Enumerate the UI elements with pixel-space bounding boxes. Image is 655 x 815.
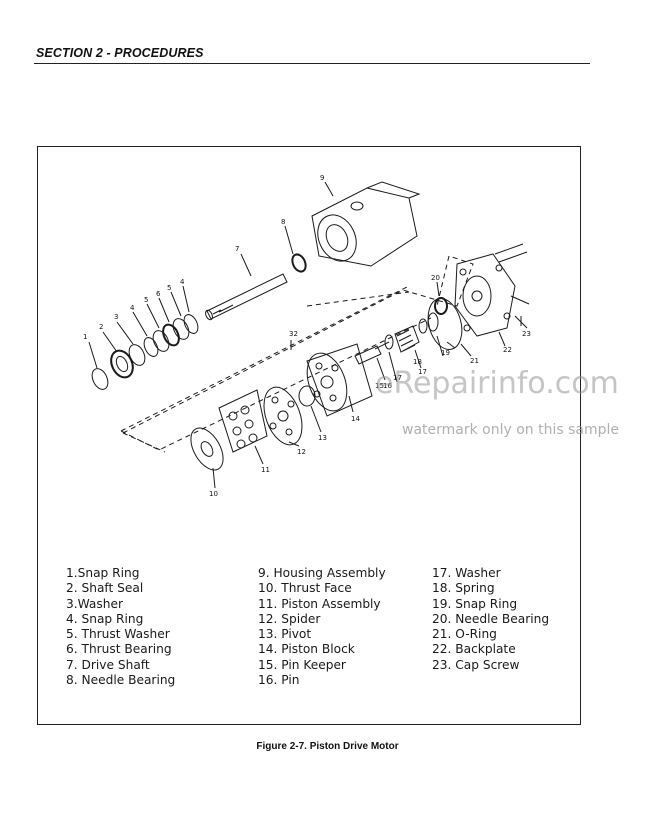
legend-item: 7. Drive Shaft <box>66 657 150 672</box>
legend-item: 20. Needle Bearing <box>432 611 550 626</box>
callout-number: 10 <box>209 490 218 498</box>
watermark-note: watermark only on this sample <box>402 422 620 438</box>
snap-ring-part <box>183 314 199 334</box>
backplate-part <box>454 253 516 337</box>
thrust-washer-part <box>152 330 170 352</box>
legend-item: 13. Pivot <box>258 627 312 642</box>
legend-item: 17. Washer <box>432 566 501 580</box>
callout-number: 11 <box>261 466 270 474</box>
drive-shaft-part <box>205 273 288 321</box>
legend-item: 9. Housing Assembly <box>258 566 386 580</box>
legend-item: 18. Spring <box>432 581 495 596</box>
watermark-site: eRepairinfo.com <box>375 366 619 401</box>
legend-item: 8. Needle Bearing <box>66 673 176 688</box>
thrust-face-part <box>190 427 224 471</box>
figure-frame <box>37 146 581 725</box>
legend-item: 15. Pin Keeper <box>258 657 346 672</box>
cap-screw-part <box>494 243 530 329</box>
callout-number: 4 <box>130 304 135 312</box>
callout-number: 7 <box>235 245 239 253</box>
washer-part <box>418 318 428 334</box>
legend-item: 19. Snap Ring <box>432 596 518 611</box>
legend-item: 16. Pin <box>258 673 300 688</box>
callout-number: 13 <box>318 434 327 442</box>
washer-part <box>128 344 146 366</box>
snap-ring-part <box>143 337 159 357</box>
callout-number: 18 <box>413 358 422 366</box>
piston-assembly-part <box>218 389 268 453</box>
callout-number: 1 <box>83 333 87 341</box>
callout-number: 16 <box>383 382 392 390</box>
callout-number: 21 <box>470 357 479 365</box>
shaft-seal-part <box>110 349 134 379</box>
callout-number: 17 <box>418 368 427 376</box>
needle-bearing-part <box>434 297 448 315</box>
callout-number: 32 <box>289 330 298 338</box>
callout-number: 22 <box>503 346 512 354</box>
callout-number: 4 <box>180 278 185 286</box>
piston-block-part <box>306 343 373 417</box>
legend-item: 11. Piston Assembly <box>258 596 381 611</box>
snap-ring-part <box>91 368 109 390</box>
callout-number: 9 <box>320 174 324 182</box>
callout-number: 17 <box>393 374 402 382</box>
legend-column-3: 17. Washer 18. Spring 19. Snap Ring 20. … <box>432 566 549 673</box>
legend-column-1: 1.Snap Ring 2. Shaft Seal 3.Washer 4. Sn… <box>66 566 175 688</box>
callout-number: 2 <box>99 323 103 331</box>
pin-part <box>374 341 390 350</box>
pin-keeper-part <box>354 345 382 365</box>
callout-number: 8 <box>281 218 285 226</box>
legend-item: 4. Snap Ring <box>66 611 144 626</box>
pivot-part <box>298 385 316 407</box>
callout-number: 5 <box>144 296 148 304</box>
legend-item: 1.Snap Ring <box>66 566 140 580</box>
rotating-group-dash-outline <box>120 285 432 451</box>
thrust-bearing-part <box>162 323 180 347</box>
callout-number: 15 <box>375 382 384 390</box>
assembly-dash-outline <box>122 255 474 453</box>
washer-part <box>384 334 394 350</box>
legend-item: 14. Piston Block <box>258 642 355 657</box>
legend-item: 6. Thrust Bearing <box>66 642 172 657</box>
callout-number: 12 <box>297 448 306 456</box>
housing-assembly-part <box>311 181 421 267</box>
callout-number: 5 <box>167 284 171 292</box>
spring-part <box>394 325 420 353</box>
callout-number: 6 <box>156 290 161 298</box>
legend-item: 3.Washer <box>66 596 123 611</box>
o-ring-part <box>427 298 463 350</box>
legend-item: 12. Spider <box>258 611 321 626</box>
callout-number: 20 <box>431 274 440 282</box>
legend-column-2: 9. Housing Assembly 10. Thrust Face 11. … <box>258 566 386 688</box>
legend-item: 23. Cap Screw <box>432 657 520 672</box>
legend-item: 21. O-Ring <box>432 627 497 642</box>
legend-item: 10. Thrust Face <box>258 581 352 596</box>
callout-number: 19 <box>441 349 450 357</box>
callout-number: 14 <box>351 415 360 423</box>
thrust-washer-part <box>172 318 190 340</box>
legend-item: 2. Shaft Seal <box>66 581 144 596</box>
header-rule <box>34 63 590 64</box>
needle-bearing-part <box>291 253 307 273</box>
figure-caption: Figure 2-7. Piston Drive Motor <box>256 741 399 752</box>
callout-number: 23 <box>522 330 531 338</box>
legend-item: 5. Thrust Washer <box>66 627 170 642</box>
section-title: SECTION 2 - PROCEDURES <box>36 46 204 60</box>
exploded-view-diagram: 1 2 3 4 5 6 5 4 7 8 9 10 11 12 13 14 15 … <box>83 174 531 498</box>
legend-item: 22. Backplate <box>432 642 516 657</box>
spider-part <box>263 386 303 446</box>
callout-number: 3 <box>114 313 118 321</box>
